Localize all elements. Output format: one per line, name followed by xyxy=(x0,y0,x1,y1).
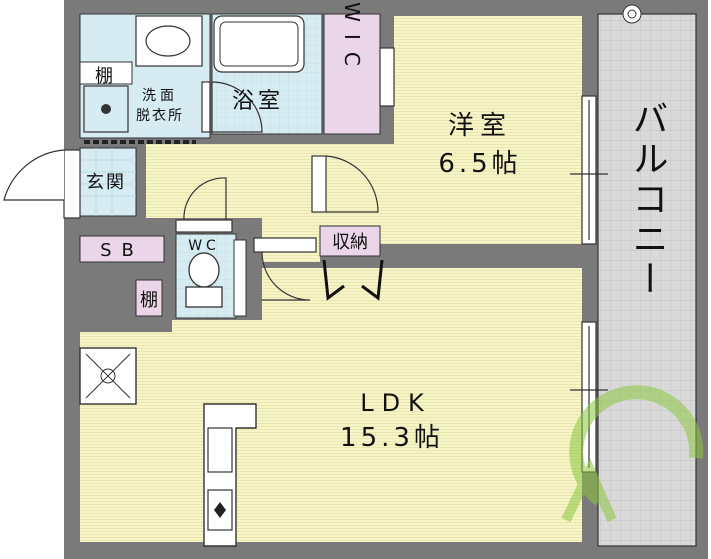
assist-watermark-a-mark xyxy=(561,458,617,523)
shelf-mid-label: 棚 xyxy=(140,290,158,311)
storage-floor xyxy=(319,225,381,257)
toilet-tank-icon xyxy=(185,286,223,308)
drain-icon xyxy=(101,104,111,114)
assist-watermark-logo xyxy=(561,385,704,523)
bathtub xyxy=(213,15,305,73)
wic-door[interactable] xyxy=(379,47,395,107)
shelf-top-label: 棚 xyxy=(95,66,113,87)
western-room-size: 6.5帖 xyxy=(438,149,521,179)
toilet-label: WC xyxy=(188,238,220,254)
western-room-window[interactable] xyxy=(570,95,608,245)
bath-door[interactable] xyxy=(201,81,263,133)
wic-label: WIC xyxy=(340,2,364,78)
ldk-size: 15.3帖 xyxy=(340,423,444,453)
storage-label: 収納 xyxy=(332,232,368,253)
washbasin-counter xyxy=(135,15,203,67)
front-door[interactable] xyxy=(3,149,81,219)
ldk-door[interactable] xyxy=(253,237,317,301)
washroom-label-line2: 脱衣所 xyxy=(136,108,184,124)
pipe-space-icon xyxy=(79,347,137,405)
ldk-label: LDK xyxy=(360,389,432,417)
kitchen-counter xyxy=(203,403,257,547)
entrance-floor xyxy=(79,147,137,217)
toilet-door[interactable] xyxy=(175,177,233,233)
washroom-shelf xyxy=(79,61,133,85)
washroom-label-line1: 洗面 xyxy=(142,88,178,104)
stove-burner-icon xyxy=(214,502,226,518)
toilet-bowl-icon xyxy=(188,252,220,288)
entrance-tiles xyxy=(80,148,136,216)
bath-label: 浴室 xyxy=(232,89,284,114)
shelf-mid-box xyxy=(135,279,163,317)
toilet-counter xyxy=(233,239,247,317)
western-room-label: 洋室 xyxy=(448,111,512,141)
shoe-box xyxy=(79,235,165,263)
bathtub-inner xyxy=(219,21,299,67)
storage-folding-door[interactable] xyxy=(322,259,384,301)
shoe-box-label: SB xyxy=(100,240,144,261)
balcony xyxy=(582,0,708,559)
wic-floor xyxy=(323,13,381,135)
stove-icon xyxy=(207,489,233,531)
washbasin-icon xyxy=(145,25,191,57)
balcony-label: バルコニー xyxy=(627,100,668,300)
western-room-floor xyxy=(394,16,582,244)
sink-icon xyxy=(207,427,233,473)
entrance-label: 玄関 xyxy=(86,172,126,193)
western-room-door[interactable] xyxy=(311,155,379,213)
